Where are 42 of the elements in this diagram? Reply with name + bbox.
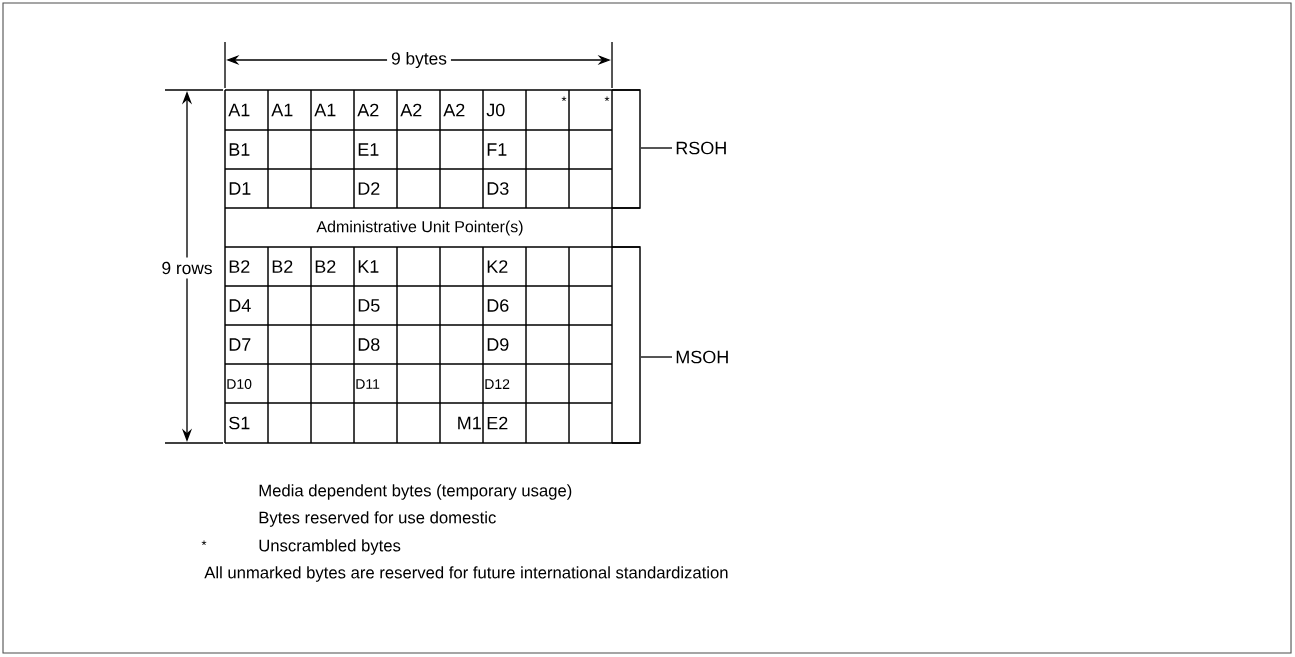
cell-label: D4	[229, 299, 251, 312]
cell-label: D3	[487, 182, 509, 195]
cell-label: D5	[358, 299, 380, 312]
cell-label: A1	[271, 103, 293, 117]
pointer-label: Administrative Unit Pointer(s)	[316, 220, 523, 236]
cell-label: E1	[358, 143, 379, 156]
cell-label: S1	[229, 416, 250, 430]
note: All unmarked bytes are reserved for future international standardization	[204, 566, 728, 582]
cell-label: D6	[487, 299, 509, 312]
asterisk-mark: *	[201, 540, 207, 546]
asterisk-mark: *	[604, 96, 610, 102]
cell-label: D9	[487, 338, 509, 351]
legend-text: Media dependent bytes (temporary usage)	[259, 484, 572, 500]
bracket-label: RSOH	[676, 141, 726, 155]
cell-label: B2	[272, 260, 293, 273]
asterisk-mark: *	[561, 96, 567, 102]
cell-label: A2	[400, 103, 422, 117]
cell-label: D12	[485, 379, 510, 389]
cell-label: E2	[487, 416, 508, 430]
cell-label: D7	[229, 338, 251, 351]
cell-label: K1	[358, 260, 379, 273]
cell-label: D2	[358, 182, 380, 195]
cell-label: A1	[314, 103, 336, 117]
cell-label: J0	[486, 103, 505, 117]
cell-label: D10	[227, 379, 252, 389]
cell-label: A2	[357, 103, 379, 117]
cell-label: D1	[229, 182, 251, 195]
dimension-label: 9 bytes	[387, 47, 451, 73]
bracket-label: MSOH	[676, 350, 728, 364]
cell-label: B1	[229, 143, 250, 156]
cell-label: D8	[358, 338, 380, 351]
cell-label: B2	[229, 260, 250, 273]
cell-label: F1	[487, 143, 507, 156]
dimension-label: 9 rows	[157, 257, 217, 279]
legend-text: Bytes reserved for use domestic	[259, 511, 496, 527]
cell-label: D11	[356, 379, 380, 389]
cell-label: A1	[228, 103, 250, 117]
cell-label: A2	[443, 103, 465, 117]
cell-label: K2	[487, 260, 508, 273]
legend-text: Unscrambled bytes	[259, 539, 401, 555]
cell-label: M1	[458, 416, 481, 430]
cell-label: B2	[315, 260, 336, 273]
